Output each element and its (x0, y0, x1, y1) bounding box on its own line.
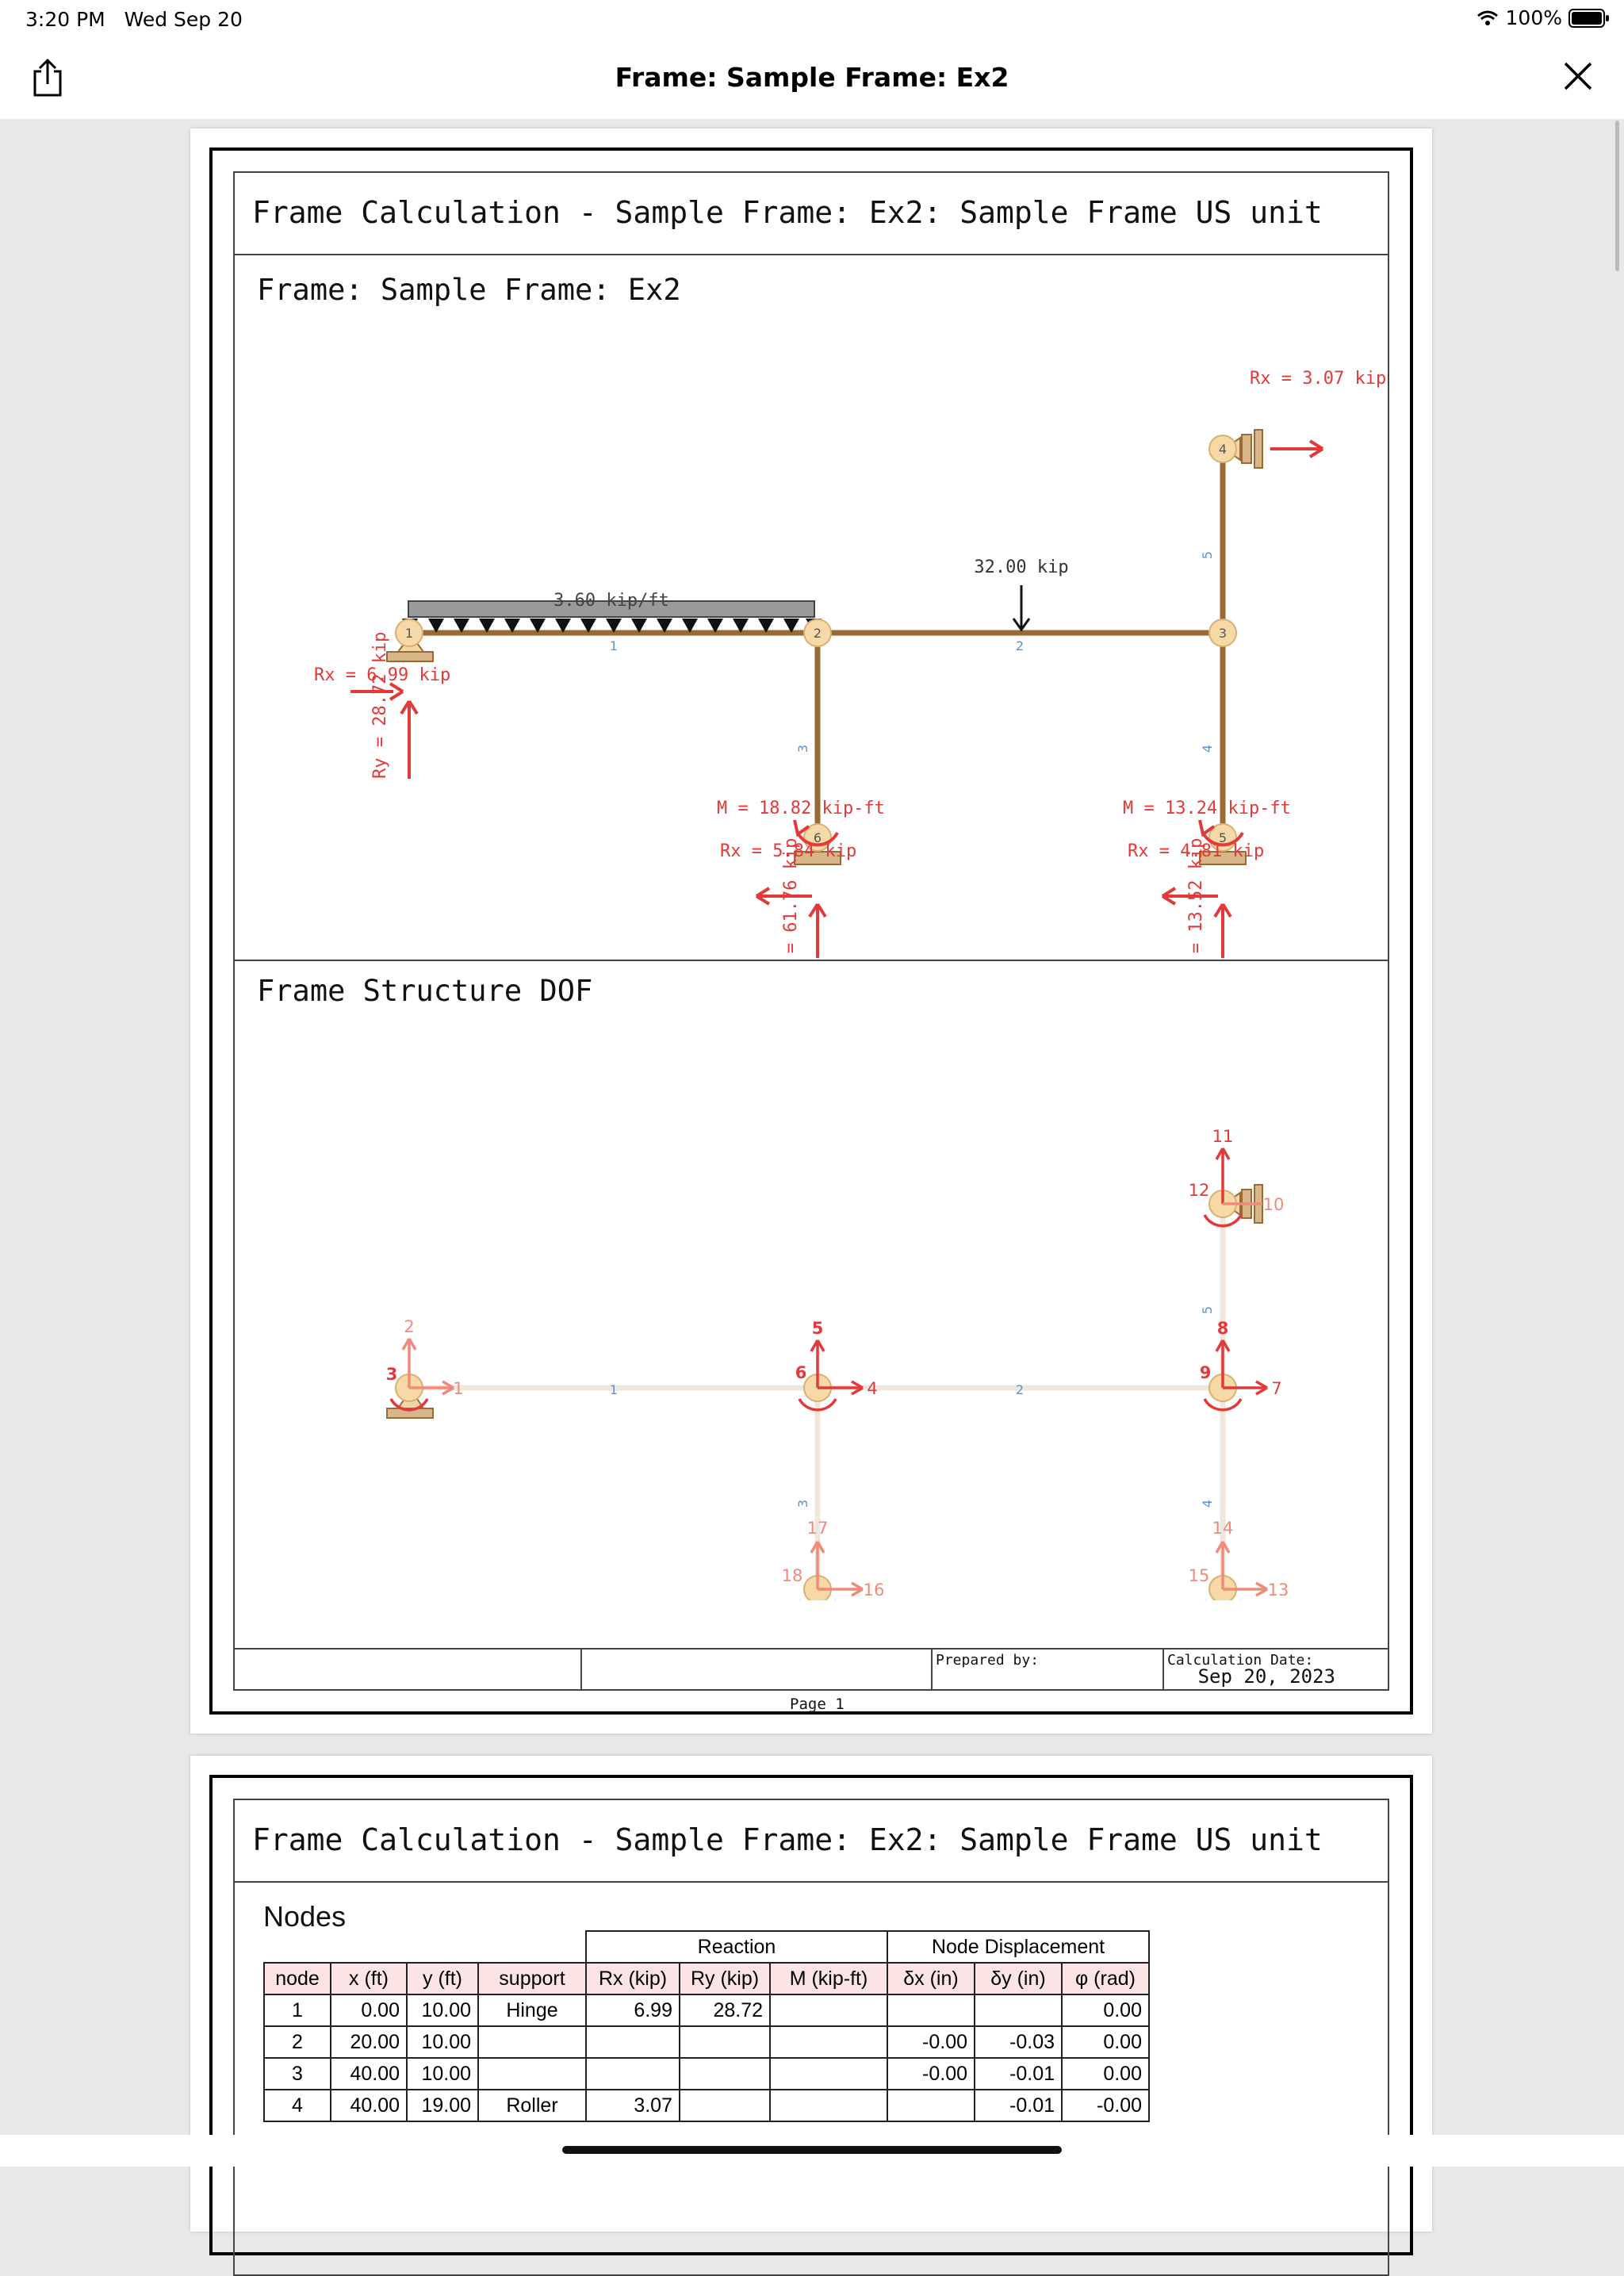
svg-text:12: 12 (1189, 1181, 1210, 1200)
page-inner-border: Frame Calculation - Sample Frame: Ex2: S… (233, 1799, 1389, 2276)
svg-text:Rx = 6.99 kip: Rx = 6.99 kip (314, 665, 450, 685)
svg-text:5: 5 (1200, 551, 1215, 559)
svg-text:9: 9 (1200, 1363, 1212, 1382)
member-labels: 1 2 3 4 5 (610, 551, 1215, 753)
calc-date-value: Sep 20, 2023 (1197, 1665, 1335, 1688)
svg-text:1: 1 (405, 626, 413, 641)
svg-text:4: 4 (1219, 442, 1227, 457)
page-header: Frame Calculation - Sample Frame: Ex2: S… (235, 1800, 1388, 1883)
section-divider (235, 960, 1388, 961)
displacement-group: Node Displacement (887, 1930, 1150, 1964)
page-footer: Prepared by: Calculation Date: Sep 20, 2… (235, 1648, 1388, 1689)
page-border: Frame Calculation - Sample Frame: Ex2: S… (209, 148, 1413, 1715)
page-inner-border: Frame Calculation - Sample Frame: Ex2: S… (233, 171, 1389, 1691)
svg-text:18: 18 (782, 1566, 803, 1585)
dof-diagram: 1 2 3 4 5 6 7 8 9 10 11 12 13 14 15 16 1 (386, 1127, 1289, 1600)
svg-text:15: 15 (1189, 1566, 1210, 1585)
svg-text:3: 3 (795, 745, 810, 753)
scroll-indicator[interactable] (1615, 121, 1619, 271)
svg-text:3: 3 (386, 1365, 398, 1384)
svg-text:4: 4 (1200, 745, 1215, 753)
battery-icon (1568, 8, 1609, 28)
close-icon (1564, 62, 1592, 90)
close-button[interactable] (1562, 60, 1594, 95)
svg-text:1: 1 (453, 1379, 463, 1398)
distributed-load: 3.60 kip/ft (402, 591, 822, 633)
status-right: 100% (1476, 6, 1610, 29)
pdf-page-1: Frame Calculation - Sample Frame: Ex2: S… (190, 128, 1432, 1734)
svg-text:M = 18.82 kip-ft: M = 18.82 kip-ft (717, 799, 885, 818)
svg-text:2: 2 (404, 1317, 414, 1336)
svg-text:8: 8 (1217, 1319, 1229, 1338)
battery-percent: 100% (1505, 6, 1562, 29)
svg-text:5: 5 (1200, 1306, 1215, 1314)
dof-arrows (798, 1148, 1268, 1412)
svg-text:17: 17 (807, 1519, 829, 1538)
page-number: Page 1 (790, 1696, 845, 1713)
dof-member-labels: 1 2 3 4 5 (610, 1306, 1215, 1508)
dof-arrows-restrained (389, 1202, 1268, 1600)
nav-title: Frame: Sample Frame: Ex2 (615, 62, 1009, 93)
home-indicator[interactable] (562, 2146, 1062, 2154)
share-button[interactable] (30, 57, 65, 102)
table-group-header: Reaction Node Displacement (264, 1930, 1150, 1964)
svg-text:5: 5 (812, 1319, 824, 1338)
svg-text:6: 6 (795, 1363, 807, 1382)
svg-text:3: 3 (1219, 626, 1227, 641)
frame-members (409, 449, 1226, 837)
dof-labels: 1 2 3 4 5 6 7 8 9 10 11 12 13 14 15 16 1 (386, 1127, 1289, 1600)
svg-text:Rx = 4.81 kip: Rx = 4.81 kip (1128, 841, 1264, 861)
svg-text:16: 16 (864, 1581, 885, 1600)
page-header: Frame Calculation - Sample Frame: Ex2: S… (235, 173, 1388, 255)
svg-text:6: 6 (814, 830, 822, 845)
svg-text:3: 3 (795, 1500, 810, 1508)
reaction-group: Reaction (585, 1930, 888, 1964)
svg-text:M = 13.24 kip-ft: M = 13.24 kip-ft (1123, 799, 1291, 818)
svg-text:10: 10 (1263, 1195, 1285, 1214)
section-title-frame: Frame: Sample Frame: Ex2 (257, 273, 681, 307)
svg-text:Ry = 61.76 kip: Ry = 61.76 kip (781, 838, 801, 958)
section-title-nodes: Nodes (263, 1900, 347, 1933)
svg-text:7: 7 (1271, 1379, 1281, 1398)
svg-text:11: 11 (1212, 1127, 1234, 1146)
frame-diagram: 3.60 kip/ft 32.00 kip (314, 369, 1386, 958)
svg-text:4: 4 (1200, 1500, 1215, 1508)
wifi-icon (1477, 10, 1498, 25)
svg-text:4: 4 (867, 1379, 877, 1398)
svg-text:2: 2 (1016, 1382, 1024, 1397)
status-bar: 3:20 PM Wed Sep 20 100% (0, 0, 1624, 40)
svg-text:2: 2 (814, 626, 822, 641)
svg-text:13: 13 (1268, 1581, 1289, 1600)
prepared-by-label: Prepared by: (936, 1652, 1040, 1669)
section-title-dof: Frame Structure DOF (257, 974, 593, 1008)
svg-text:1: 1 (610, 1382, 618, 1397)
page-border: Frame Calculation - Sample Frame: Ex2: S… (209, 1775, 1413, 2276)
svg-text:14: 14 (1212, 1519, 1234, 1538)
calc-date-label: Calculation Date: (1167, 1652, 1314, 1669)
reaction-labels: Rx = 6.99 kip Ry = 28.72 kip M = 18.82 k… (314, 369, 1386, 958)
point-load-label: 32.00 kip (974, 558, 1068, 577)
svg-text:Rx = 3.07 kip: Rx = 3.07 kip (1250, 369, 1386, 389)
svg-text:2: 2 (1016, 638, 1024, 653)
nodes-table: Reaction Node Displacement node x (ft) y… (263, 1930, 1150, 2122)
dist-load-label: 3.60 kip/ft (553, 591, 669, 611)
status-time: 3:20 PM Wed Sep 20 (25, 8, 243, 31)
svg-text:5: 5 (1219, 830, 1227, 845)
table-header: node x (ft) y (ft) support Rx (kip) Ry (… (263, 1962, 1150, 1995)
svg-text:Ry = 13.52 kip: Ry = 13.52 kip (1186, 838, 1206, 958)
svg-text:Rx = 5.84 kip: Rx = 5.84 kip (720, 841, 856, 861)
svg-text:1: 1 (610, 638, 618, 653)
svg-text:Ry = 28.72 kip: Ry = 28.72 kip (370, 632, 390, 779)
point-load: 32.00 kip (974, 558, 1069, 632)
reaction-arrows (350, 439, 1324, 958)
navigation-bar: Frame: Sample Frame: Ex2 (0, 40, 1624, 119)
share-icon (33, 58, 62, 97)
